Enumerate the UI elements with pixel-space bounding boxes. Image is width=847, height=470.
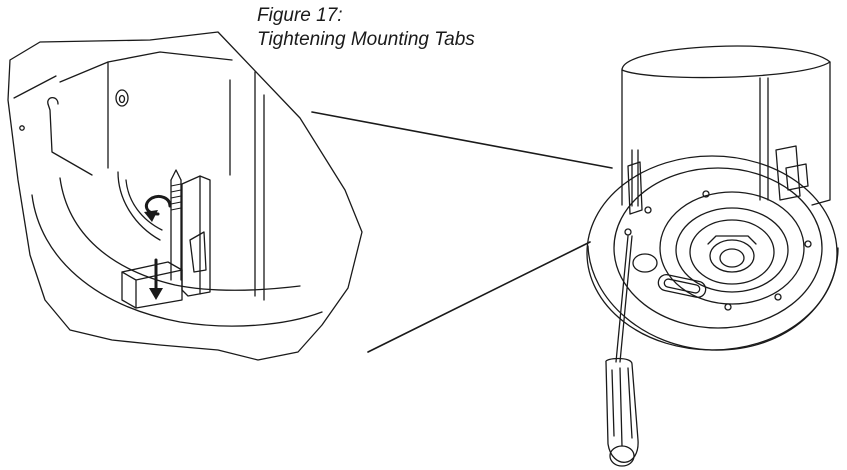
figure-number: Figure 17: <box>257 5 343 26</box>
screw-hole <box>116 90 128 106</box>
mounting-tab-flap <box>190 232 206 272</box>
wire-clip <box>48 104 92 175</box>
screwdriver-handle <box>606 359 638 463</box>
screwdriver-shaft <box>620 236 632 362</box>
speaker-back-can-rim <box>622 62 830 78</box>
port-slot <box>657 273 707 299</box>
mounting-screw-head <box>171 170 181 180</box>
figure-caption: Figure 17: Tightening Mounting Tabs <box>257 4 475 52</box>
woofer-cone <box>676 208 788 292</box>
ceiling-ring-inner <box>60 178 300 290</box>
speaker-baffle-inner <box>614 168 822 328</box>
speaker-assembly <box>587 46 838 350</box>
ceiling-ring-outer <box>32 195 322 326</box>
screwdriver-handle-grip <box>612 368 632 446</box>
speaker-baffle-side <box>588 246 838 350</box>
mounting-tab-block <box>122 262 182 308</box>
woofer-cone-inner <box>690 220 774 284</box>
mounting-tab-block-edge <box>122 270 182 308</box>
wire-clip <box>48 98 58 104</box>
callout-line-bottom <box>368 242 590 352</box>
screwdriver-end <box>610 446 634 466</box>
screwdriver-icon <box>606 236 638 466</box>
down-arrow-icon <box>149 260 163 300</box>
tweeter-bridge <box>708 236 756 244</box>
tweeter <box>720 249 744 267</box>
callout-line-top <box>312 112 612 168</box>
enclosure-edge <box>14 76 56 98</box>
rivet <box>20 126 24 130</box>
detail-view-outline <box>8 32 362 360</box>
dust-cap <box>710 240 754 272</box>
mounting-tab-left <box>628 162 642 214</box>
enclosure-ring <box>60 52 232 82</box>
figure-title: Tightening Mounting Tabs <box>257 29 475 50</box>
port-slot-inner <box>664 278 701 293</box>
woofer-surround <box>660 192 804 304</box>
rotation-arrow-icon <box>144 196 170 222</box>
screw-thread <box>171 184 181 210</box>
ceiling-ring-lip <box>118 172 160 240</box>
speaker-back-can <box>622 46 830 205</box>
screwdriver-shaft <box>616 236 628 362</box>
detail-view <box>8 32 362 360</box>
callout-lines <box>312 112 612 352</box>
level-control-dial <box>633 254 657 272</box>
mounting-tab-right <box>786 164 808 190</box>
screw-hole <box>120 96 125 103</box>
baffle-screws <box>625 191 811 310</box>
mounting-tab-right <box>776 146 800 200</box>
ceiling-ring-lip <box>126 180 162 230</box>
